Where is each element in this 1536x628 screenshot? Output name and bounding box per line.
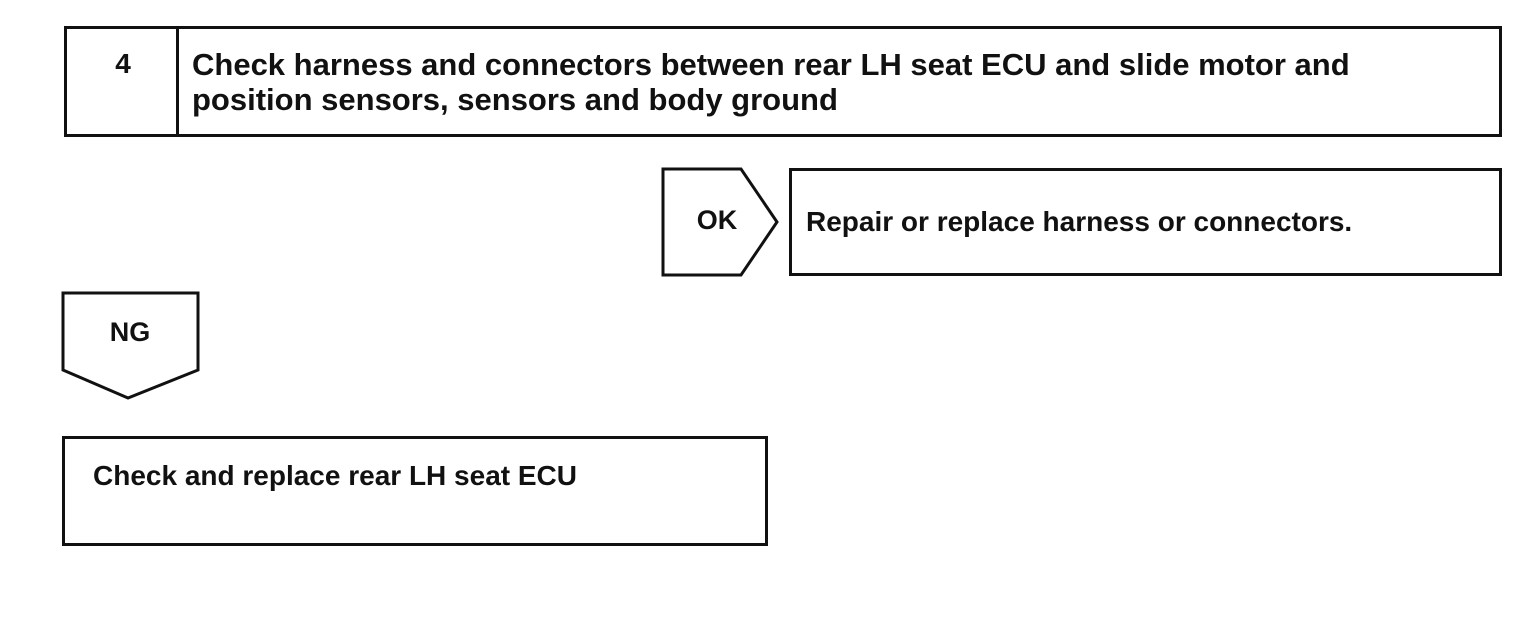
step-title: Check harness and connectors between rea… [192,47,1350,117]
ng-branch-arrow [61,291,200,400]
step-number: 4 [115,48,131,79]
step-header-box: 4 Check harness and connectors between r… [64,26,1502,137]
ng-branch-label: NG [109,317,151,347]
ok-branch-label: OK [696,205,738,235]
step-number-cell: 4 [67,29,179,134]
ok-result-text: Repair or replace harness or connectors. [806,206,1353,237]
ng-result-text: Check and replace rear LH seat ECU [93,460,577,491]
ok-result-box: Repair or replace harness or connectors. [789,168,1502,276]
ok-branch-arrow [661,167,779,277]
ng-result-box: Check and replace rear LH seat ECU [62,436,768,546]
